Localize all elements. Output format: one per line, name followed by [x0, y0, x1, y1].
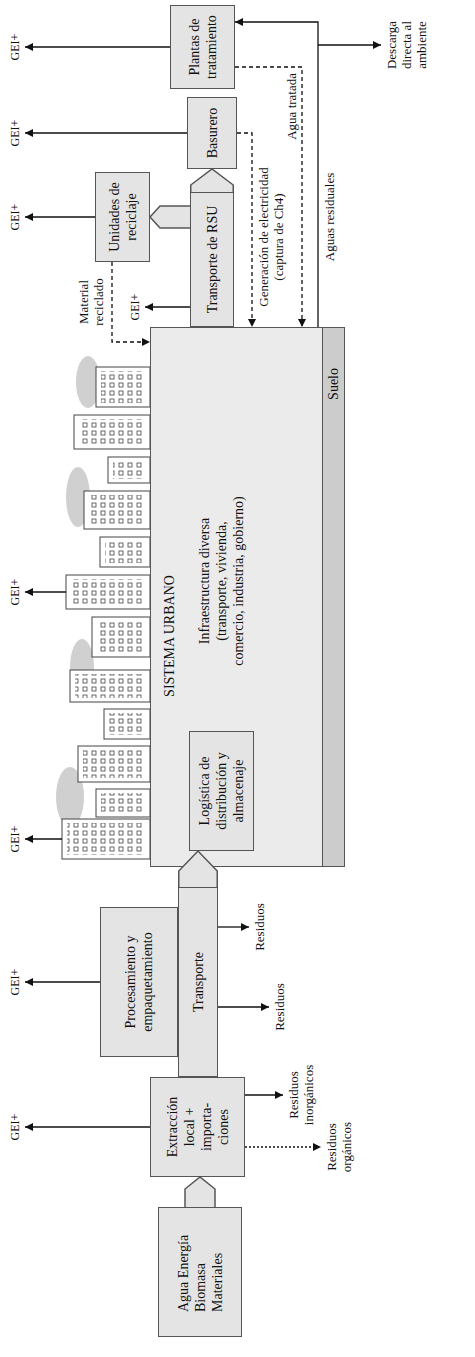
emission-label: GEI+ [8, 962, 22, 1002]
ground-band: Suelo [322, 328, 344, 866]
building-windows [89, 495, 145, 525]
box-text: Infraestructura diversa (transporte, viv… [196, 496, 247, 666]
output-arrow [318, 44, 381, 45]
emission-arrow [25, 216, 95, 217]
building [74, 415, 150, 449]
box-text: Transporte de RSU [204, 197, 221, 322]
building [96, 367, 150, 407]
flow-arrow [185, 1177, 215, 1207]
flow-line [235, 67, 302, 327]
flow-arrow [179, 851, 218, 887]
box-text: Basurero [204, 101, 221, 165]
process-box: Plantas de tratamiento [170, 5, 235, 89]
transport-band: Transporte [178, 887, 218, 1077]
building [62, 819, 150, 859]
flow-label: Residuos inorgánicos [286, 1055, 316, 1135]
flow-label: Residuos [272, 972, 287, 1042]
building-windows [75, 674, 145, 698]
process-box: Procesamiento y empaquetamiento [100, 907, 178, 1057]
building [78, 746, 150, 782]
process-box: Logística de distribución y almacenaje [189, 731, 254, 851]
box-text: Transporte [190, 897, 207, 1067]
building-windows [67, 823, 145, 855]
building [108, 457, 150, 483]
flow-arrow-outline [150, 206, 190, 228]
output-arrow [218, 1006, 269, 1007]
flow-arrow-outline [185, 1177, 215, 1207]
box-text: Suelo [325, 368, 342, 400]
building [92, 617, 150, 657]
emission-label: GEI+ [8, 1107, 22, 1147]
flow-arrow-fill [179, 851, 218, 887]
flow-arrow-outline [191, 169, 234, 192]
flow-label: Residuos orgánicos [324, 1112, 354, 1182]
emission-arrow [25, 591, 66, 592]
flow-label: Aguas residuales [322, 157, 337, 277]
emission-arrow [25, 132, 187, 133]
flow-arrow [150, 206, 190, 228]
building [70, 670, 150, 702]
box-text: Logística de distribución y almacenaje [196, 737, 247, 845]
flow-arrow-fill [185, 1177, 215, 1207]
emission-arrow [25, 981, 100, 982]
system-box: SISTEMA URBANO Infraestructura diversa (t… [150, 327, 345, 867]
emission-label: GEI+ [8, 113, 22, 153]
output-arrow [218, 926, 249, 927]
process-box: Extracción local + importa- ciones [150, 1077, 245, 1177]
building [84, 491, 150, 529]
buildings [62, 367, 150, 859]
output-arrow [245, 1146, 321, 1147]
building-windows [97, 621, 145, 653]
flow-label: Material reciclado [76, 267, 106, 337]
emission-label: GEI+ [128, 287, 142, 327]
flow-label: Residuos [252, 892, 267, 962]
building-windows [105, 541, 145, 563]
flow-arrow-outline [179, 851, 218, 887]
flow-label: Descarga directa al ambiente [384, 5, 429, 85]
box-text: Extracción local + importa- ciones [164, 1085, 232, 1169]
flow-label: Generación de electricidad (captura de C… [256, 153, 286, 321]
emission-label: GEI+ [8, 572, 22, 612]
building [100, 537, 150, 567]
emission-label: GEI+ [8, 27, 22, 67]
flow-line [237, 133, 252, 327]
building-windows [101, 371, 145, 403]
emission-arrow [25, 46, 170, 47]
building [104, 709, 150, 739]
emission-label: GEI+ [8, 197, 22, 237]
flow-line [235, 22, 318, 327]
process-box: Basurero [187, 97, 237, 169]
system-title: SISTEMA URBANO [161, 566, 178, 706]
box-text: Unidades de reciclaje [106, 176, 140, 258]
building-windows [83, 750, 145, 778]
flow-arrow-fill [191, 169, 234, 192]
emission-arrow [145, 306, 190, 307]
box-text: Procesamiento y empaquetamiento [122, 920, 156, 1045]
building [66, 575, 150, 609]
building-windows [109, 713, 145, 735]
transport-band: Transporte de RSU [190, 192, 234, 327]
emission-label: GEI+ [8, 819, 22, 859]
building-windows [101, 793, 145, 813]
building-windows [113, 461, 145, 479]
flow-label: Agua tratada [284, 73, 299, 161]
building-windows [71, 579, 145, 605]
building-windows [79, 419, 145, 445]
box-text: Plantas de tratamiento [186, 8, 220, 86]
emission-arrow [25, 1126, 150, 1127]
flow-line [112, 262, 150, 342]
output-arrow [245, 1094, 283, 1095]
box-text: Agua Energía Biomasa Materiales [175, 1232, 226, 1312]
process-box: Unidades de reciclaje [95, 172, 150, 262]
input-box: Agua Energía Biomasa Materiales [158, 1207, 242, 1337]
emission-arrow [25, 838, 62, 839]
flow-arrow-fill [150, 206, 190, 228]
building [96, 789, 150, 817]
flow-arrow [191, 169, 234, 192]
